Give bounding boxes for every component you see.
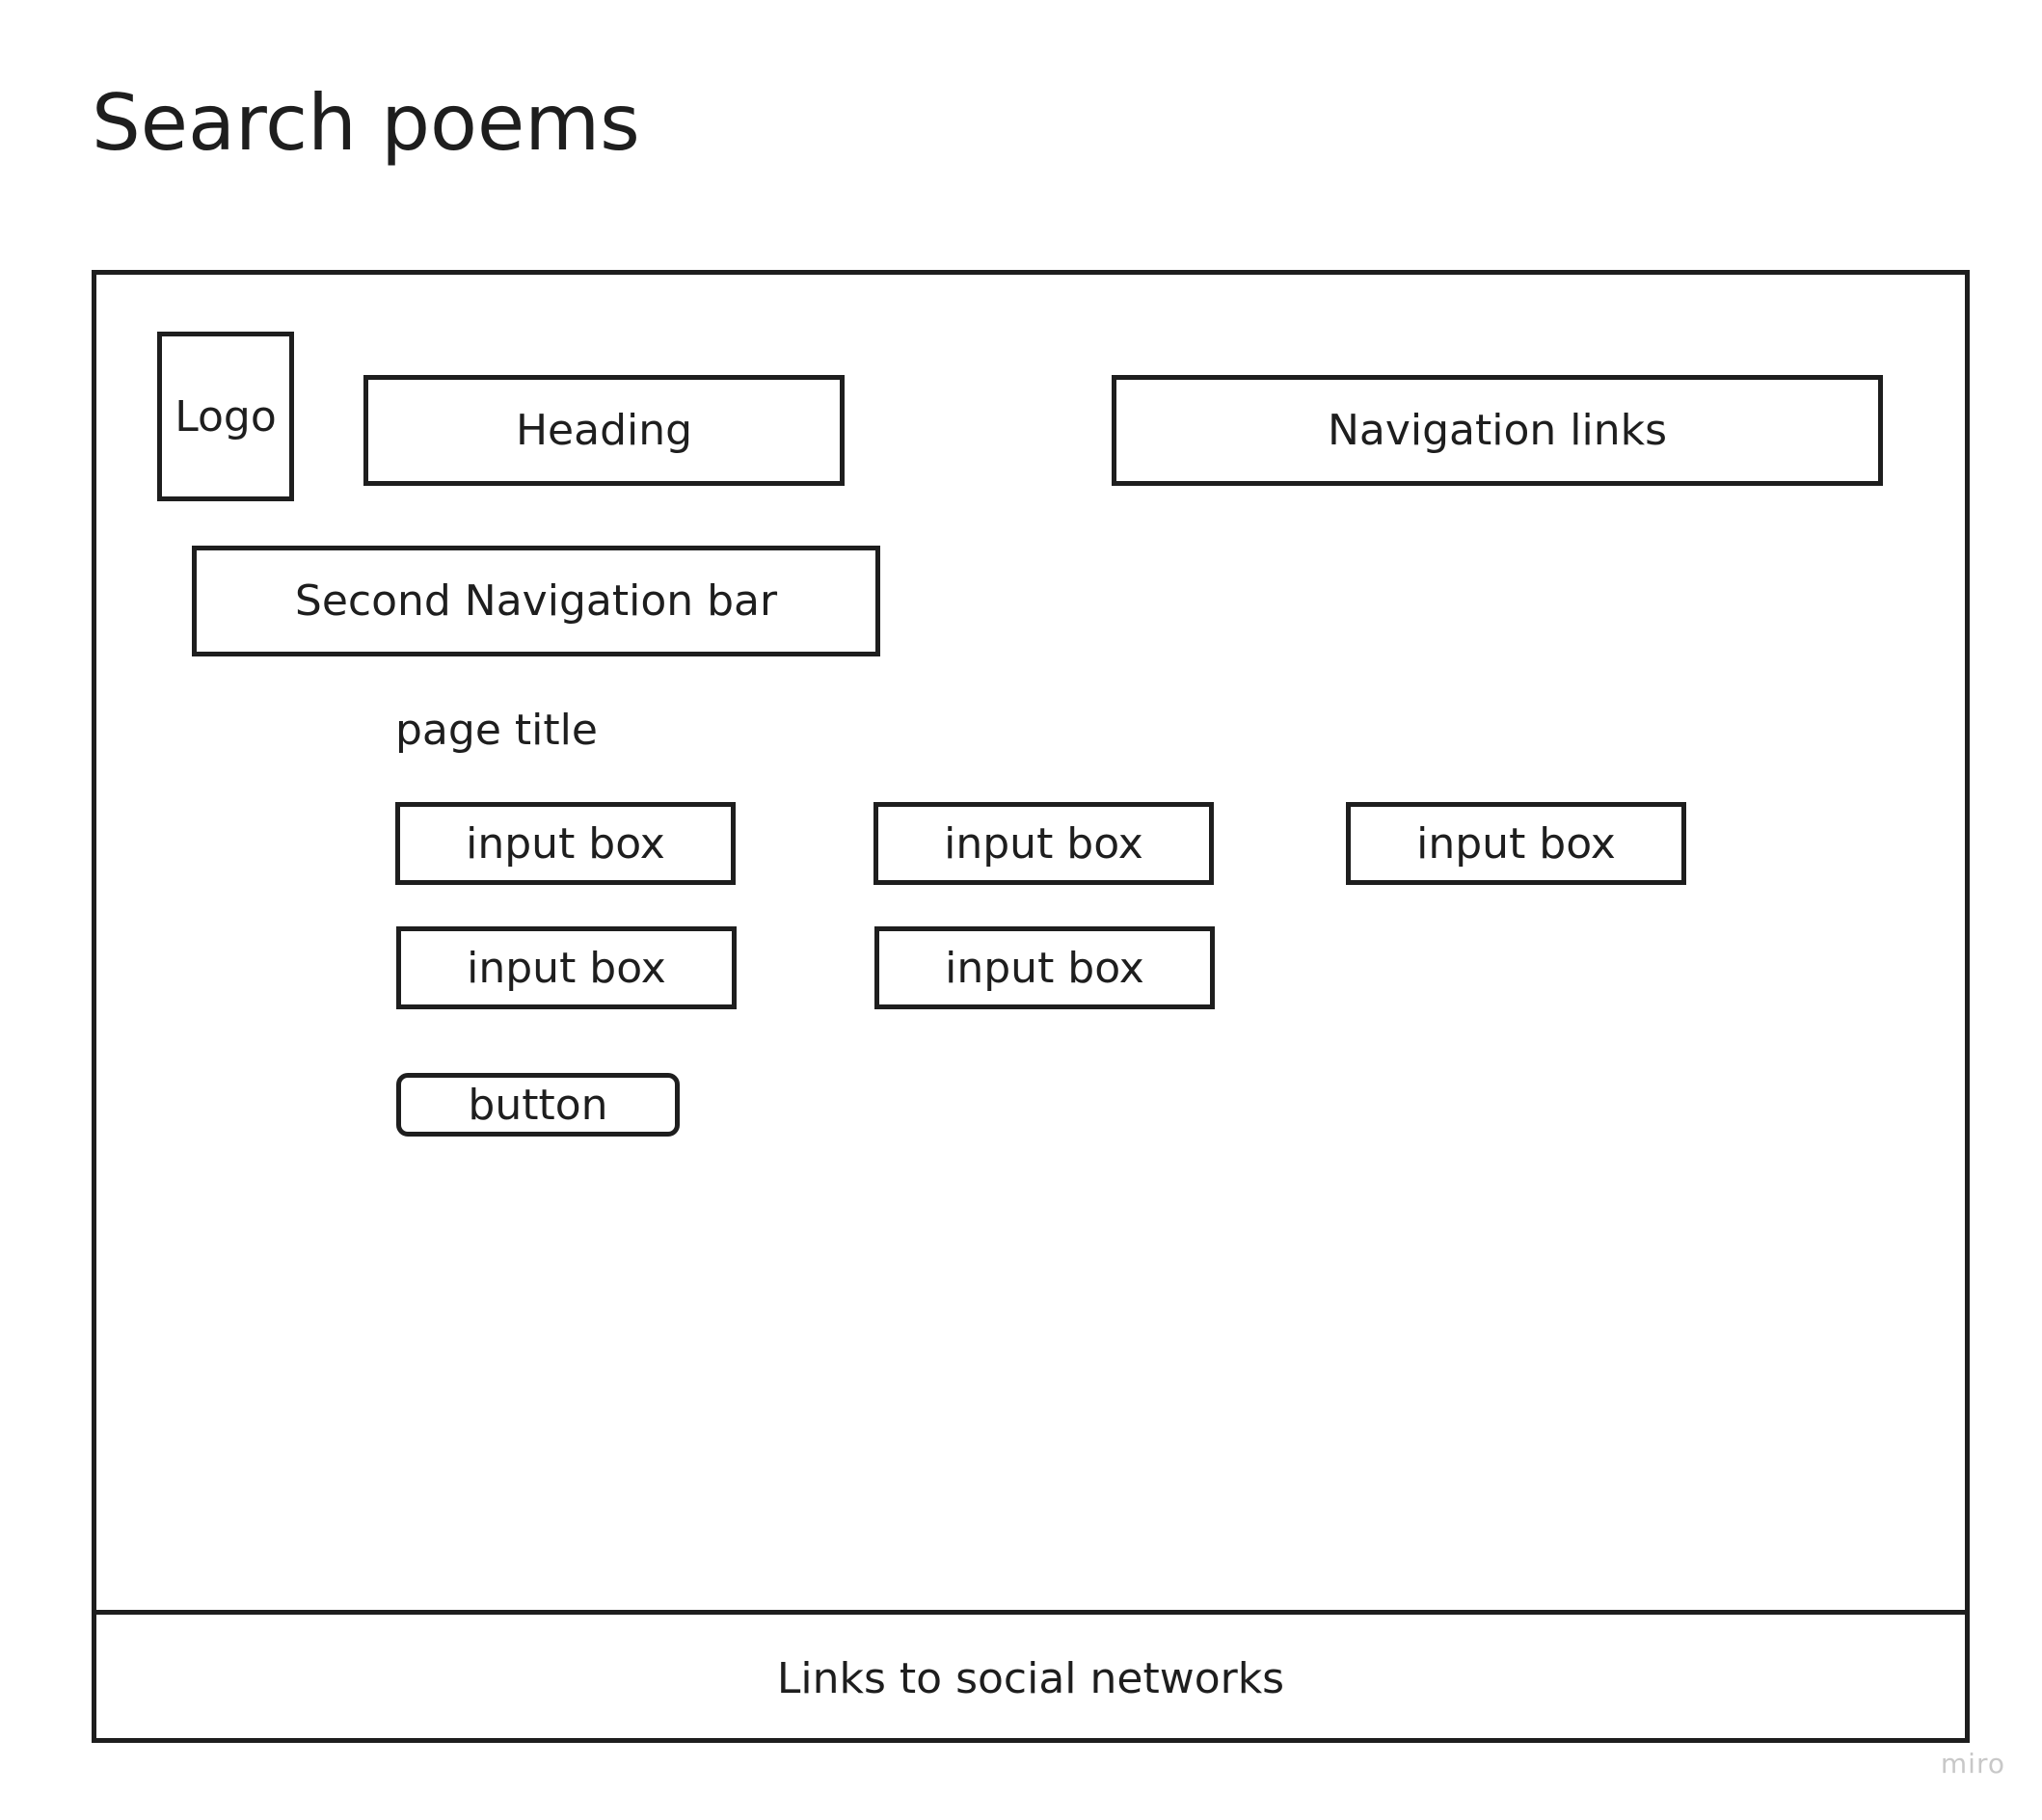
input-box-5: input box bbox=[874, 926, 1215, 1009]
input-box-4: input box bbox=[396, 926, 737, 1009]
input-box-3: input box bbox=[1346, 802, 1686, 885]
heading-placeholder: Heading bbox=[363, 375, 845, 486]
board-title: Search poems bbox=[92, 78, 640, 168]
logo-placeholder: Logo bbox=[157, 332, 294, 501]
page-title-label: page title bbox=[395, 706, 598, 755]
button-placeholder: button bbox=[396, 1073, 680, 1137]
miro-watermark: miro bbox=[1940, 1748, 2005, 1780]
second-navigation-bar-placeholder: Second Navigation bar bbox=[192, 546, 880, 656]
footer-social-links: Links to social networks bbox=[92, 1610, 1970, 1743]
wireframe-frame bbox=[92, 270, 1970, 1743]
input-box-2: input box bbox=[873, 802, 1214, 885]
navigation-links-placeholder: Navigation links bbox=[1112, 375, 1883, 486]
input-box-1: input box bbox=[395, 802, 736, 885]
